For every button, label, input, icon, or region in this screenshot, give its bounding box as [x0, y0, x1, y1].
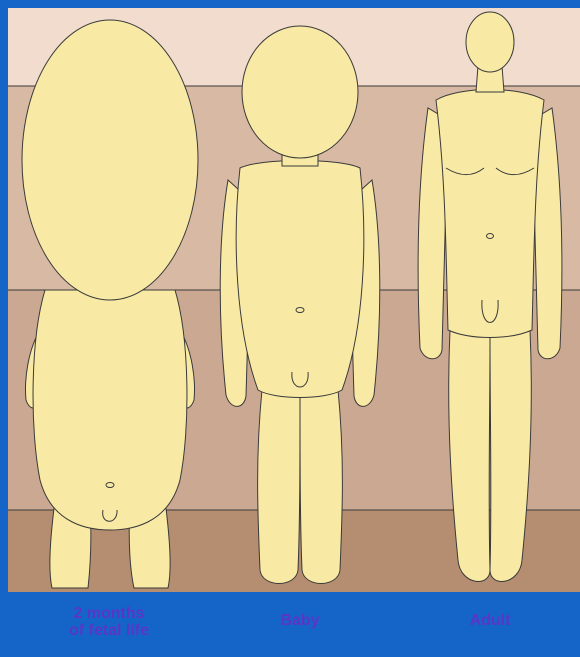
- fetus-head: [22, 20, 198, 300]
- baby-navel: [296, 308, 304, 313]
- baby-caption: Baby: [250, 612, 350, 629]
- fetus-torso: [33, 290, 187, 530]
- baby-caption-label: Baby: [250, 612, 350, 629]
- adult-caption: Adult: [440, 612, 540, 629]
- fetus-caption: 2 months of fetal life: [44, 605, 174, 639]
- baby-left-leg: [258, 390, 300, 584]
- adult-navel: [487, 234, 494, 239]
- baby-torso: [236, 161, 364, 398]
- adult-head: [466, 12, 514, 72]
- baby-right-leg: [300, 390, 342, 584]
- fetus-caption-line1: 2 months: [44, 605, 174, 622]
- baby-head: [242, 26, 358, 158]
- adult-caption-label: Adult: [440, 612, 540, 629]
- fetus-caption-line2: of fetal life: [44, 622, 174, 639]
- fetus-navel: [106, 483, 114, 488]
